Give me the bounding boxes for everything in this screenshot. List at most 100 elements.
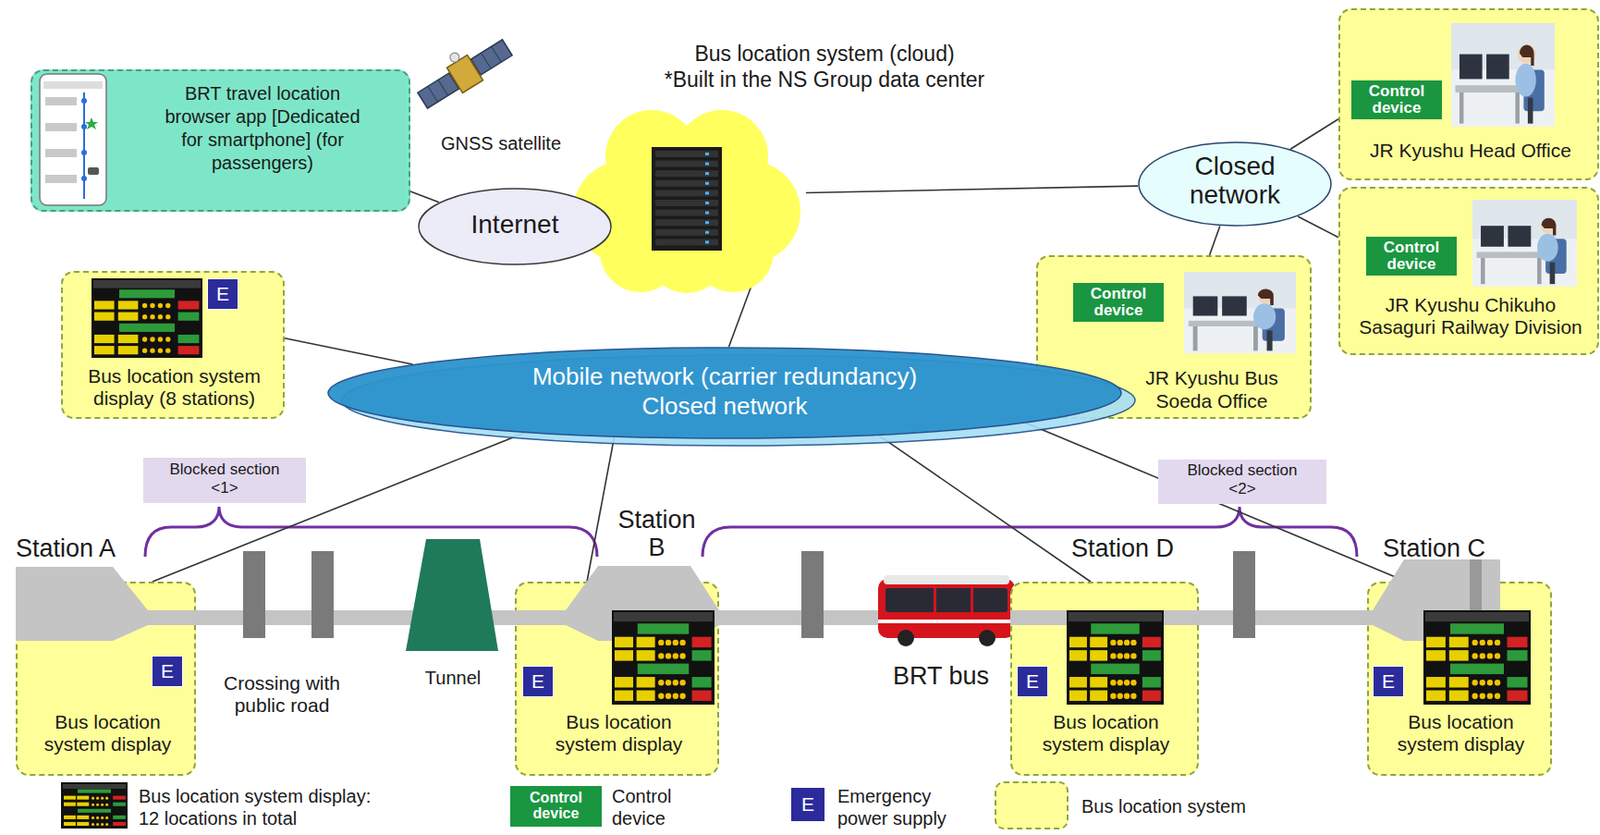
station-box: Bus location system displayE <box>514 581 720 776</box>
node-graphic-part <box>655 189 719 196</box>
node-graphic-part <box>705 231 709 234</box>
diagram-label-holder: BRT bus <box>876 661 1006 691</box>
power-supply-text: E <box>1017 666 1048 697</box>
display-icon-part <box>1449 636 1469 648</box>
display-icon-part <box>118 334 139 343</box>
display-icon-part <box>658 679 664 685</box>
office-photo-part <box>1253 303 1276 330</box>
display-icon-part <box>1110 679 1116 685</box>
office-photo-part <box>1221 295 1247 316</box>
crossing-bar-part <box>243 550 266 638</box>
brt-bus-part <box>878 619 1015 623</box>
power-supply: E <box>1372 665 1405 697</box>
display-icon-part <box>1130 693 1136 699</box>
node-graphic-part <box>655 170 719 177</box>
node-text: Bus location system display <box>1380 710 1542 756</box>
display-icon-part <box>679 693 685 699</box>
display-icon-part <box>105 816 109 819</box>
display-icon-part <box>1117 679 1124 685</box>
office-photo-part <box>1507 225 1531 247</box>
display-icon-part <box>165 314 171 319</box>
display-icon-part <box>158 348 163 354</box>
display-icon-part <box>1069 690 1088 701</box>
display-icon-part <box>1487 652 1493 659</box>
node-text: Internet <box>417 209 612 240</box>
connector-group <box>1290 119 1339 150</box>
node-text-holder: Mobile network (carrier redundancy) <box>447 363 1002 391</box>
node-graphic-part <box>81 175 87 182</box>
network-link <box>1209 225 1221 256</box>
blocked-bracket-part <box>702 506 1357 557</box>
legend-text: Bus location system <box>1081 794 1246 818</box>
crossing-bar-part <box>801 550 824 638</box>
display-icon-part <box>611 610 715 705</box>
connector-group <box>152 432 525 582</box>
node-graphic-part <box>655 180 719 187</box>
display-icon-part <box>1506 649 1527 660</box>
brt-bus-part <box>878 578 1015 638</box>
diagram-label: GNSS satellite <box>431 133 571 155</box>
legend-text: Bus location system display: 12 location… <box>138 784 384 830</box>
display-icon-part <box>76 821 89 826</box>
display-icon-part <box>1110 639 1116 646</box>
display-icon-part <box>1494 652 1501 659</box>
connector-group <box>806 185 1138 193</box>
display-icon-part <box>149 336 155 342</box>
display-icon-part <box>613 611 713 622</box>
display-icon-part <box>637 663 690 674</box>
network-ellipse: Closed network <box>1137 141 1332 227</box>
display-icon-part <box>91 822 95 826</box>
legend-text-holder: Bus location system <box>1081 794 1246 818</box>
node-text-holder: Bus location system display <box>537 710 700 756</box>
display-icon-part <box>178 345 200 355</box>
display-icon-part <box>1142 690 1161 701</box>
gnss-satellite <box>409 26 515 113</box>
display-icon-part <box>158 336 163 342</box>
power-supply-text: E <box>207 279 238 309</box>
node-text-holder: JR Kyushu Chikuho Sasaguri Railway Divis… <box>1355 293 1587 339</box>
node-text: Bus location system display (8 stations) <box>67 365 281 410</box>
display-icon-part <box>614 649 634 660</box>
display-icon-part <box>178 312 200 321</box>
office-photo-part <box>1480 257 1486 284</box>
network-link <box>410 191 440 203</box>
display-icon-part <box>96 816 99 819</box>
legend-sample-text: E <box>801 793 815 815</box>
station-box: Bus location system display E <box>1367 581 1552 776</box>
node-graphic-part <box>651 146 722 251</box>
display-icon-part <box>94 345 115 355</box>
node-graphic-part <box>81 149 87 156</box>
display-icon-part <box>1450 622 1504 634</box>
network-link <box>586 437 614 582</box>
display-icon-part <box>96 822 99 826</box>
diagram-label: Station C <box>1382 534 1486 563</box>
connector-group <box>1209 225 1221 256</box>
display-icon-part <box>142 303 147 308</box>
display-icon-part <box>1449 649 1469 660</box>
node-text-holder: Bus location system display (8 stations) <box>67 365 281 410</box>
connector-group <box>410 191 440 203</box>
display-icon-part <box>100 796 104 800</box>
display-icon-part <box>1487 679 1493 685</box>
display-icon-part <box>76 795 89 800</box>
node-graphic-part <box>39 73 107 206</box>
node-text: Blocked section <1> <box>159 460 290 499</box>
display-icon-part <box>142 314 147 319</box>
display-icon-part <box>77 789 111 794</box>
display-icon-part <box>1089 690 1108 701</box>
node-text: Bus location system display <box>26 710 189 756</box>
display-icon-part <box>1089 649 1108 660</box>
node-graphic-part <box>15 566 148 641</box>
display-icon-part <box>1130 679 1136 685</box>
display-icon-part <box>1494 639 1501 646</box>
display-icon-part <box>149 348 155 354</box>
display-icon-part <box>112 795 126 800</box>
node-graphic-part <box>45 122 77 132</box>
brt-bus-part <box>978 629 996 647</box>
power-supply-text: E <box>1373 666 1404 697</box>
node-graphic-part <box>43 81 103 89</box>
legend-swatch: Control device <box>510 785 602 827</box>
office-photo <box>1451 23 1555 127</box>
display-icon-part <box>1426 676 1446 687</box>
node-text: Closed network <box>447 392 1002 421</box>
